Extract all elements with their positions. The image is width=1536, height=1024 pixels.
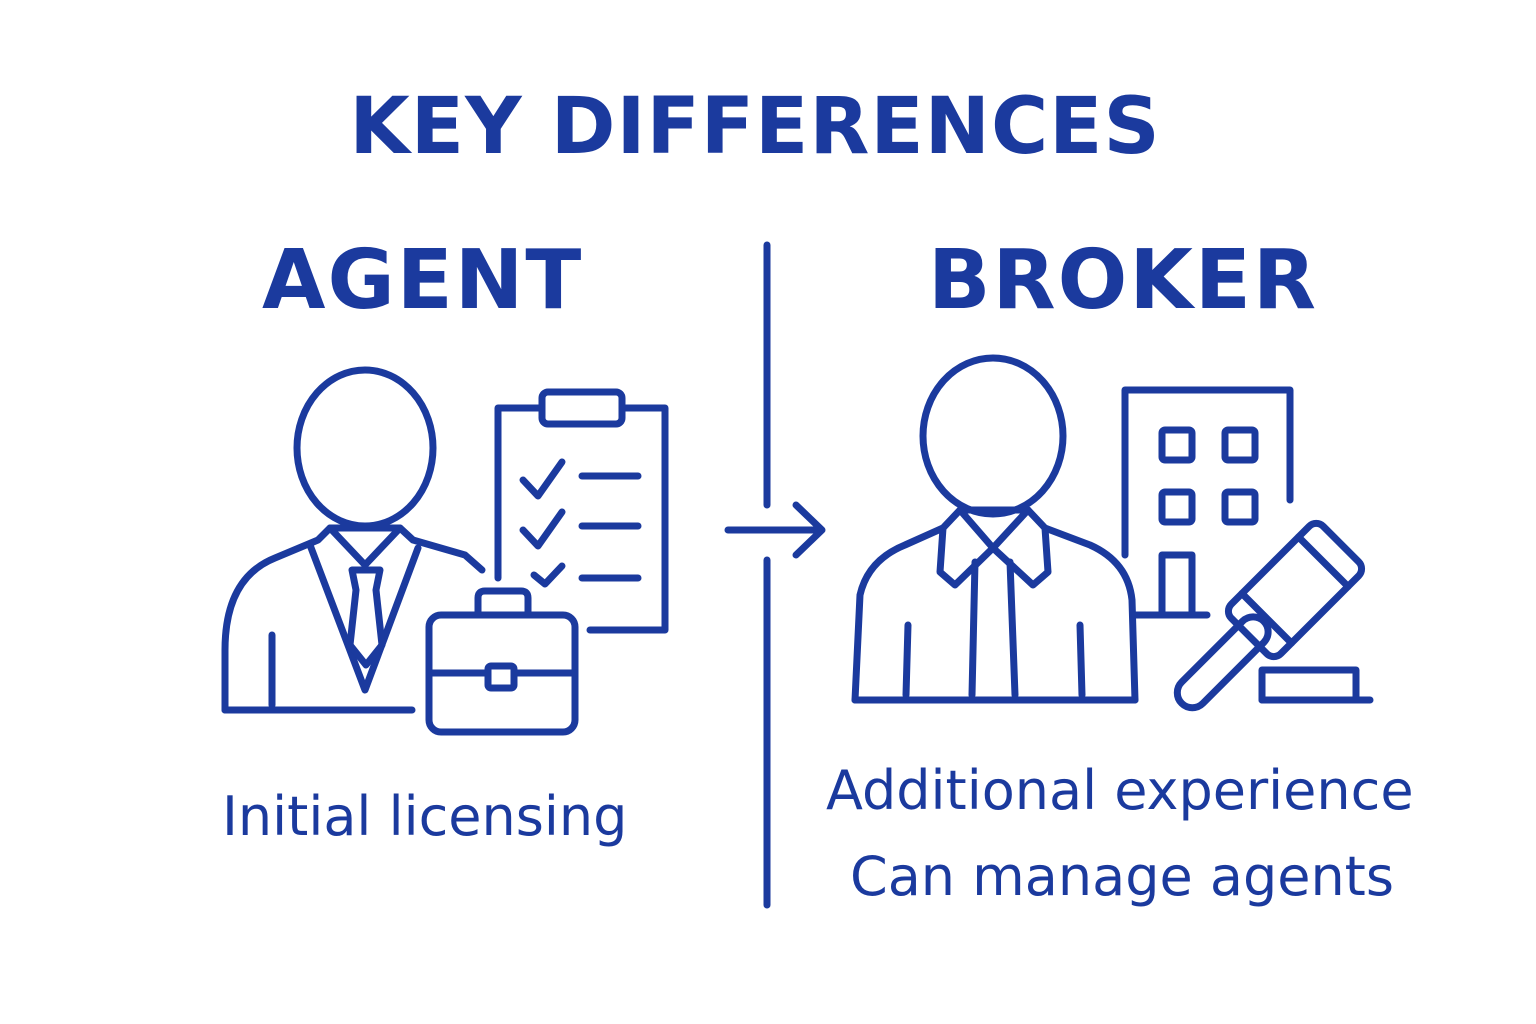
arrow-right-icon — [724, 501, 826, 559]
office-building-icon — [1121, 386, 1294, 619]
page-title: KEY DIFFERENCES — [349, 82, 1161, 172]
agent-heading: AGENT — [262, 233, 584, 328]
broker-caption-manage: Can manage agents — [850, 845, 1394, 908]
broker-person-icon — [851, 354, 1139, 704]
gavel-icon — [1173, 519, 1374, 712]
briefcase-icon — [425, 587, 579, 736]
broker-heading: BROKER — [928, 233, 1319, 328]
agent-caption: Initial licensing — [222, 785, 628, 848]
agent-person-icon — [221, 366, 486, 714]
clipboard-checklist-icon — [494, 388, 669, 634]
broker-caption-experience: Additional experience — [826, 759, 1414, 822]
